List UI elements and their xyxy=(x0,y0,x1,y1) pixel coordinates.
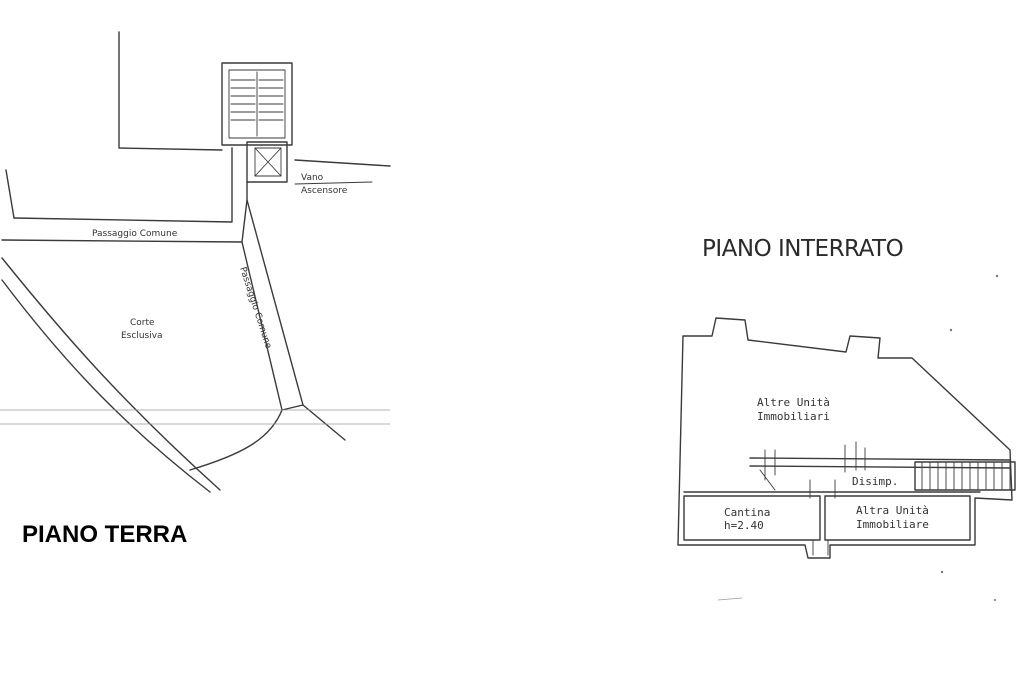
label-altra-unita: Altra Unità xyxy=(856,504,929,517)
label-esclusiva: Esclusiva xyxy=(121,331,163,341)
courtyard-boundary-outer xyxy=(1,257,221,491)
ground-floor-title: PIANO TERRA xyxy=(22,521,187,548)
label-immobiliari: Immobiliari xyxy=(757,410,830,423)
ground-floor-plan: Vano Ascensore Passaggio Comune Passaggi… xyxy=(0,31,391,548)
label-cantina: Cantina xyxy=(724,506,770,519)
passage-wall-lower xyxy=(1,181,248,243)
courtyard-arc xyxy=(189,409,283,471)
label-corte: Corte xyxy=(130,318,155,328)
building-wall-left xyxy=(118,31,223,151)
door-marks xyxy=(759,441,866,499)
label-disimp: Disimp. xyxy=(852,475,898,488)
basement-stairs xyxy=(914,461,1016,491)
corridor-wall-upper-inner xyxy=(749,465,1011,469)
left-boundary-stub xyxy=(5,169,15,219)
label-passaggio-comune-horizontal: Passaggio Comune xyxy=(92,229,178,239)
cantina-room xyxy=(683,495,821,541)
cantina-door xyxy=(812,539,829,556)
basement-plan: PIANO INTERRATO xyxy=(677,236,1016,601)
passage-wall-upper xyxy=(13,147,233,223)
corridor-wall-upper xyxy=(749,457,1011,461)
label-altre-unita: Altre Unità xyxy=(757,396,830,409)
elevator-shaft xyxy=(246,141,288,183)
courtyard-boundary-inner xyxy=(1,279,211,493)
basement-outline xyxy=(677,317,1013,559)
diagonal-passage-end xyxy=(281,404,304,411)
label-immobiliare: Immobiliare xyxy=(856,518,929,531)
diagonal-passage-right xyxy=(246,199,304,406)
building-wall-right xyxy=(294,159,391,167)
label-ascensore: Ascensore xyxy=(301,186,348,196)
label-vano: Vano xyxy=(301,173,324,183)
elevator-leader-line xyxy=(294,181,373,185)
passage-extension xyxy=(302,404,346,441)
stairwell xyxy=(221,62,293,146)
altra-unita-room xyxy=(824,495,971,541)
basement-title: PIANO INTERRATO xyxy=(702,236,903,262)
diagonal-passage-left xyxy=(241,241,283,411)
label-altezza: h=2.40 xyxy=(724,519,764,532)
